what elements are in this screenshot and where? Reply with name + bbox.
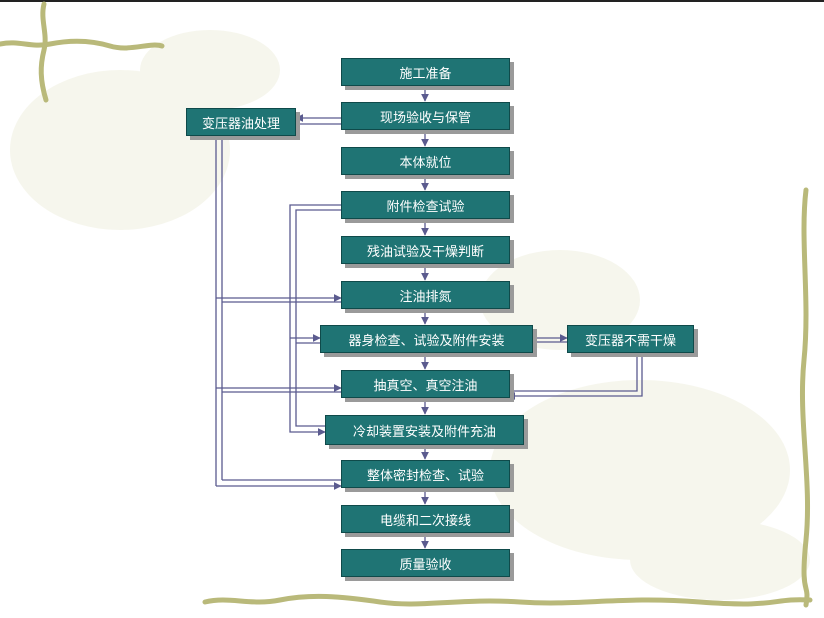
- flow-step-3: 本体就位: [341, 147, 510, 175]
- attach-to-cooling: [289, 204, 341, 436]
- flow-step-6: 注油排氮: [341, 281, 510, 309]
- flow-step-1: 施工准备: [341, 58, 510, 86]
- no-drying-to-vacuum-b: [508, 351, 638, 392]
- side-step-no-drying: 变压器不需干燥: [567, 325, 694, 353]
- flow-step-8: 抽真空、真空注油: [341, 370, 510, 398]
- vine-bottom: [202, 593, 813, 607]
- flow-step-4: 附件检查试验: [341, 191, 510, 219]
- floral-blob: [10, 70, 230, 230]
- floral-blob: [630, 520, 810, 600]
- attach-to-cooling-b: [295, 209, 341, 427]
- flow-step-2: 现场验收与保管: [341, 102, 510, 130]
- flow-step-10: 整体密封检查、试验: [341, 460, 510, 488]
- flow-step-12: 质量验收: [341, 549, 510, 577]
- vine-right-vertical: [800, 187, 810, 608]
- floral-blob: [490, 380, 790, 560]
- side-step-oil-treatment: 变压器油处理: [186, 108, 296, 136]
- vine-top-left-horizontal: [0, 38, 165, 51]
- flow-step-7: 器身检查、试验及附件安装: [320, 325, 533, 353]
- vine-top-left-vertical: [38, 1, 49, 103]
- flow-step-11: 电缆和二次接线: [341, 505, 510, 533]
- flow-step-9: 冷却装置安装及附件充油: [325, 415, 524, 445]
- no-drying-to-vacuum: [507, 351, 643, 400]
- floral-blob: [140, 30, 280, 110]
- top-border-line: [0, 0, 824, 2]
- flow-step-5: 残油试验及干燥判断: [341, 236, 510, 264]
